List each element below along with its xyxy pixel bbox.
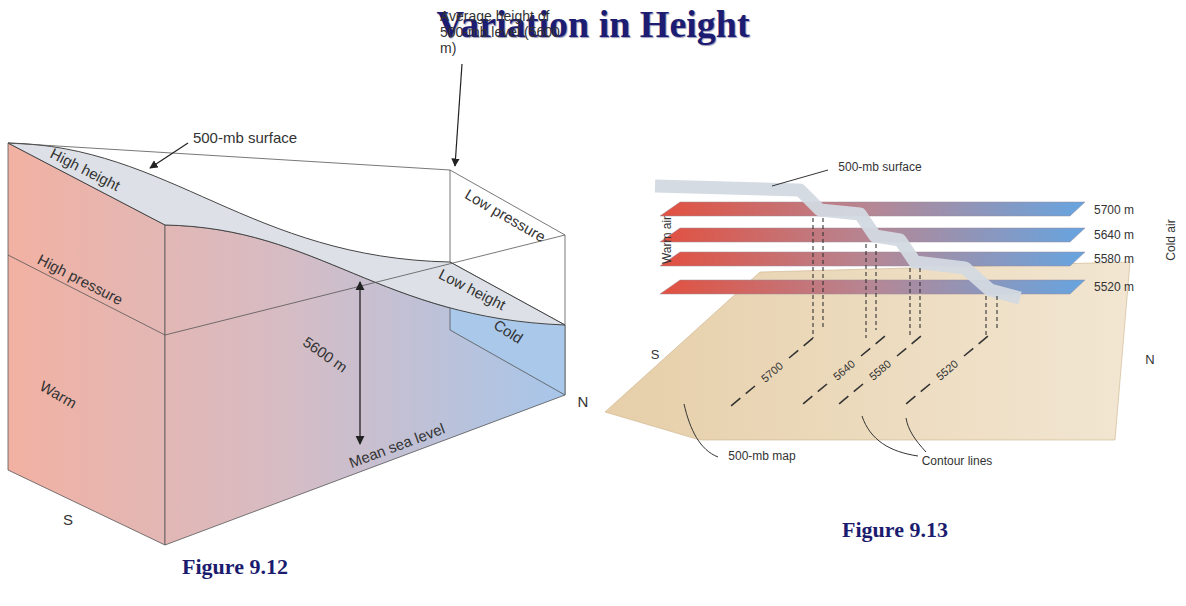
air-column [8,64,565,545]
dimension-label: 5600 m [300,334,350,376]
contour-value: 5520 [934,357,961,382]
region-label: Low pressure [462,186,548,245]
callout-text: Contour lines [922,455,993,468]
direction-label: N [578,394,589,411]
contour-value: 5700 [759,359,786,384]
height-label: 5640 m [1094,229,1134,242]
figure-caption: Figure 9.12 [182,555,288,579]
title: Variation in Height [0,2,1186,46]
region-label: Low height [436,266,508,314]
height-label: 5700 m [1094,204,1134,217]
contour-value: 5580 [867,357,894,382]
region-label: High pressure [35,251,126,308]
direction-label: N [1145,353,1154,367]
direction-label: S [651,348,660,362]
callout-text: Average height of 500-mb level (5600 m) [440,8,565,56]
temperature-label: Warm [37,378,79,412]
baseline-label: Mean sea level [347,421,447,472]
height-label: 5520 m [1094,281,1134,294]
callout-text: 500-mb map [728,450,795,463]
surface-label: 500-mb surface [838,161,921,174]
temperature-label: Cold [491,317,526,347]
temperature-label: Cold air [1165,219,1178,260]
region-label: High height [47,145,122,194]
surface-label: 500-mb surface [193,130,297,147]
upper-air-model [605,170,1130,457]
contour-value: 5640 [831,357,858,382]
figure-caption: Figure 9.13 [842,518,948,542]
height-label: 5580 m [1094,253,1134,266]
temperature-label: Warm air [661,216,674,264]
direction-label: S [63,512,73,529]
